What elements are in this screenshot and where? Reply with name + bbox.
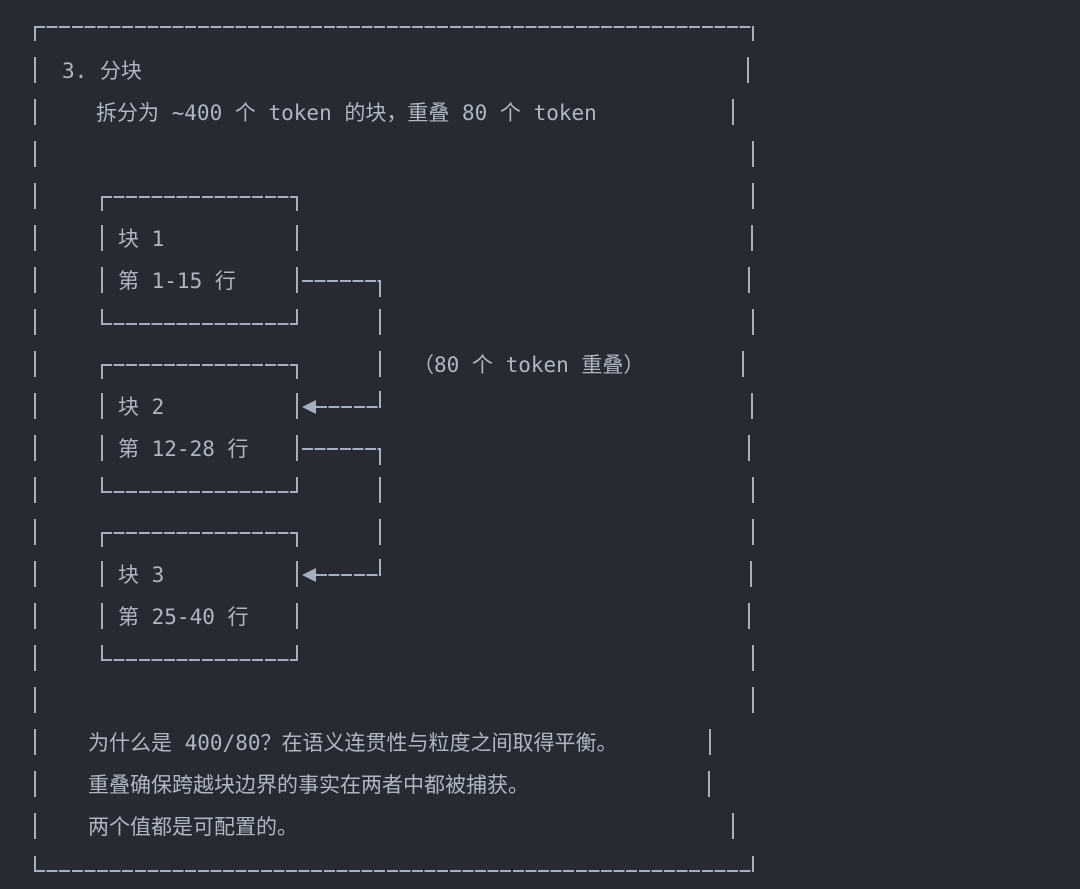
chunk-box-top-border xyxy=(101,364,298,366)
outer-box-right-border-segment xyxy=(708,771,710,797)
outer-box-top-border xyxy=(34,26,754,28)
chunk-box-right-border xyxy=(296,561,298,629)
outer-box-right-border-segment xyxy=(752,645,754,671)
connector-vertical-line xyxy=(379,477,381,545)
outer-box-right-border-segment xyxy=(742,351,744,377)
outer-box-right-border-segment xyxy=(752,183,754,209)
outer-box-right-border-segment xyxy=(750,561,752,587)
outer-box-top-left-corner xyxy=(34,26,36,41)
footnote-line: 两个值都是可配置的。 xyxy=(88,815,298,839)
connector-arrow-line xyxy=(316,406,381,408)
chunk-box-corner xyxy=(296,364,298,379)
connector-corner xyxy=(379,391,381,407)
outer-box-right-border-segment xyxy=(748,267,750,293)
chunk-box-corner xyxy=(296,196,298,211)
outer-box-right-border-segment xyxy=(747,57,749,83)
chunk-box-corner xyxy=(101,309,103,325)
chunk-box-left-border xyxy=(101,393,103,461)
outer-box-right-border-segment xyxy=(732,813,734,839)
footnote-line: 重叠确保跨越块边界的事实在两者中都被捕获。 xyxy=(88,773,529,797)
chunk-box-top-border xyxy=(101,196,298,198)
outer-box-right-border-segment xyxy=(709,729,711,755)
chunk-box-right-border xyxy=(296,225,298,293)
connector-vertical-line xyxy=(379,309,381,377)
chunk-line-range: 第 25-40 行 xyxy=(118,605,249,629)
outer-box-right-border-segment xyxy=(752,309,754,335)
outer-box-right-border-segment xyxy=(752,519,754,545)
outer-box-right-border-segment xyxy=(748,603,750,629)
chunk-box-bottom-border xyxy=(101,491,298,493)
chunk-box-corner xyxy=(101,364,103,379)
footnote-line: 为什么是 400/80？在语义连贯性与粒度之间取得平衡。 xyxy=(88,731,618,755)
chunk-box-bottom-border xyxy=(101,323,298,325)
outer-box-right-border-segment xyxy=(748,435,750,461)
outer-box-right-border-segment xyxy=(732,99,734,125)
outer-box-right-border-segment xyxy=(751,393,753,419)
outer-box-left-border xyxy=(34,57,36,840)
connector-arrow-line xyxy=(316,574,381,576)
chunk-box-corner xyxy=(296,532,298,547)
step-title: 3. 分块 xyxy=(62,59,142,83)
chunk-box-top-border xyxy=(101,532,298,534)
outer-box-bottom-left-corner xyxy=(34,856,36,872)
outer-box-bottom-right-corner xyxy=(752,856,754,872)
chunk-box-corner xyxy=(101,532,103,547)
connector-out-line xyxy=(302,448,381,450)
chunk-box-left-border xyxy=(101,225,103,293)
outer-box-right-border-segment xyxy=(752,477,754,503)
chunk-line-range: 第 1-15 行 xyxy=(118,269,236,293)
chunk-label: 块 1 xyxy=(118,227,165,251)
chunk-box-left-border xyxy=(101,561,103,629)
chunk-box-corner xyxy=(296,645,298,661)
connector-corner xyxy=(379,280,381,297)
chunk-label: 块 2 xyxy=(118,395,165,419)
chunk-box-corner xyxy=(296,477,298,493)
left-arrow-icon xyxy=(302,400,316,414)
step-description: 拆分为 ~400 个 token 的块，重叠 80 个 token xyxy=(96,101,597,125)
chunk-box-right-border xyxy=(296,393,298,461)
chunk-box-corner xyxy=(101,196,103,211)
overlap-annotation: （80 个 token 重叠） xyxy=(413,353,645,377)
connector-out-line xyxy=(302,280,381,282)
chunk-box-corner xyxy=(101,645,103,661)
outer-box-top-right-corner xyxy=(752,26,754,41)
outer-box-right-border-segment xyxy=(751,225,753,251)
chunk-line-range: 第 12-28 行 xyxy=(118,437,249,461)
chunk-label: 块 3 xyxy=(118,563,165,587)
outer-box-right-border-segment xyxy=(752,141,754,167)
chunk-box-corner xyxy=(296,309,298,325)
connector-corner xyxy=(379,559,381,575)
left-arrow-icon xyxy=(302,568,316,582)
chunk-box-bottom-border xyxy=(101,659,298,661)
chunk-box-corner xyxy=(101,477,103,493)
connector-corner xyxy=(379,448,381,465)
outer-box-right-border-segment xyxy=(752,687,754,713)
outer-box-bottom-border xyxy=(34,870,754,872)
